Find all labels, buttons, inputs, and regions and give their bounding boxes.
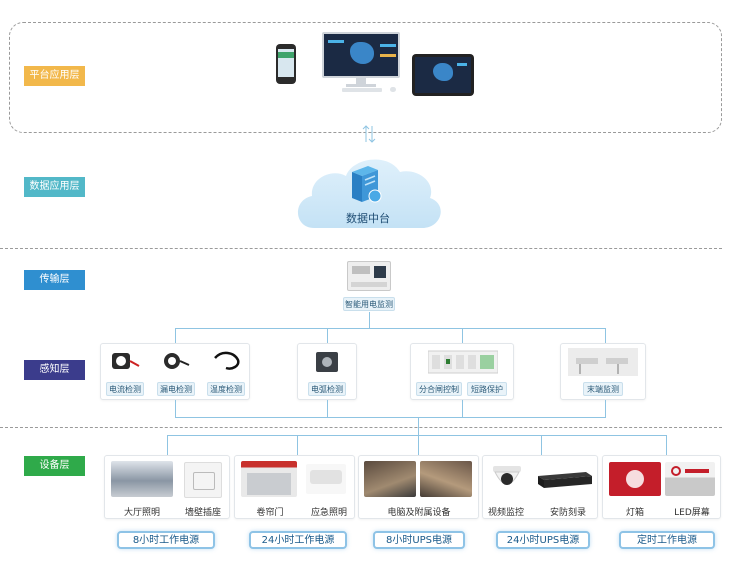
layer-tag-transport: 传输层 [24,270,85,290]
layer-tag-device: 设备层 [24,456,85,476]
wire-dev-drop-4 [541,435,542,455]
wire-trunk-1 [369,312,370,328]
layer-tag-sensing: 感知层 [24,360,85,380]
sensing-label: 电流检测 [106,382,144,396]
device-label: 墙壁插座 [184,508,221,518]
wire-dev-drop-5 [666,435,667,455]
emergency-light-photo [306,464,346,494]
server-icon [348,166,382,204]
power-label-4: 24小时UPS电源 [496,531,590,549]
wire-drop-4 [605,328,606,344]
light-box-photo [609,462,661,496]
terminal-monitor-icon [568,348,638,376]
wire-up-4 [605,400,606,418]
layer-tag-platform: 平台应用层 [24,66,85,86]
up-down-arrow-icon [362,124,376,144]
breaker-icon [427,349,499,375]
power-monitor-device-icon [347,261,391,291]
wire-bus-device [167,435,667,436]
rolling-door-photo [241,461,297,497]
wire-dev-drop-3 [418,435,419,455]
power-label-3: 8小时UPS电源 [373,531,465,549]
monitor-icon [322,32,400,90]
layer-tag-data: 数据应用层 [24,177,85,197]
wire-trunk-2 [418,417,419,435]
wire-drop-2 [327,328,328,344]
sensing-label: 末端监测 [583,382,623,396]
wire-bus-sensing-top [175,328,606,329]
current-sensor-icon [110,350,140,372]
device-label: 大厅照明 [123,508,160,518]
power-monitor-label: 智能用电监测 [343,297,395,311]
power-label-1: 8小时工作电源 [117,531,215,549]
wire-up-1 [175,400,176,418]
recorder-icon [538,472,592,488]
office-photo-2 [420,461,472,497]
power-label-5: 定时工作电源 [619,531,715,549]
wire-drop-3 [462,328,463,344]
temperature-sensor-icon [212,350,242,372]
device-label: 灯箱 [625,508,644,518]
arc-sensor-icon [313,350,341,374]
wire-dev-drop-2 [297,435,298,455]
power-label-2: 24小时工作电源 [249,531,347,549]
device-label: 卷帘门 [256,508,284,518]
camera-icon [490,464,524,494]
device-label: LED屏幕 [674,508,710,518]
wall-socket-photo [184,462,222,498]
wire-up-3 [462,400,463,418]
sensing-label: 漏电检测 [157,382,195,396]
wire-drop-1 [175,328,176,344]
wire-bus-sensing-bottom [175,417,606,418]
device-label: 电脑及附属设备 [387,508,451,518]
device-label: 安防刻录 [549,508,586,518]
device-label: 视频监控 [487,508,524,518]
led-screen-photo [665,462,715,496]
hall-lighting-photo [111,461,173,497]
device-label: 应急照明 [310,508,347,518]
sensing-label: 短路保护 [467,382,507,396]
keyboard-icon [342,88,382,92]
sensing-label: 电弧检测 [308,382,346,396]
device-group-4 [482,455,598,519]
sensing-label: 分合闸控制 [416,382,462,396]
sensing-label: 温度检测 [207,382,245,396]
office-photo-1 [364,461,416,497]
wire-dev-drop-1 [167,435,168,455]
wire-up-2 [327,400,328,418]
divider-data-transport [0,248,722,249]
data-center-label: 数据中台 [346,212,390,225]
mouse-icon [390,87,396,92]
tablet-icon [412,54,474,96]
divider-sensing-device [0,427,722,428]
leakage-sensor-icon [160,350,190,372]
phone-icon [276,44,296,84]
